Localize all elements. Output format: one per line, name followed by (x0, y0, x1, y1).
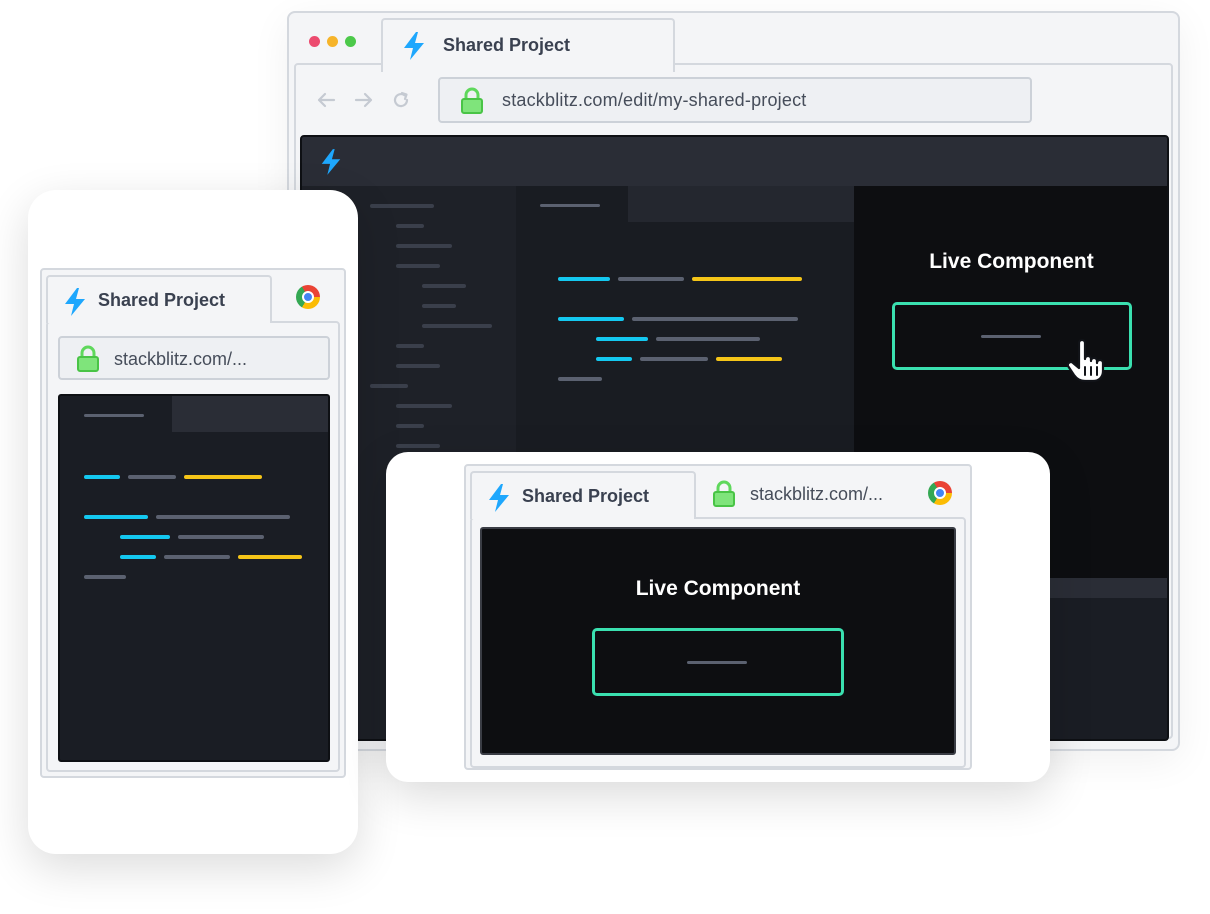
hand-pointer-cursor-icon (1066, 339, 1105, 383)
file-tree-item[interactable] (396, 444, 440, 448)
editor-tab-strip (172, 396, 328, 432)
button-label-placeholder (981, 335, 1041, 338)
stackblitz-bolt-icon (489, 484, 509, 512)
code-line (596, 357, 632, 361)
code-line (558, 277, 610, 281)
code-line (120, 535, 170, 539)
close-window-dot[interactable] (309, 36, 320, 47)
stackblitz-bolt-icon (404, 32, 424, 60)
phone-browser-body: stackblitz.com/... (46, 321, 340, 772)
back-arrow-icon[interactable] (316, 92, 336, 108)
preview-title: Live Component (635, 577, 801, 600)
url-text: stackblitz.com/... (114, 349, 248, 369)
code-line (558, 377, 602, 381)
code-line (84, 515, 148, 519)
lock-icon (77, 345, 99, 372)
address-bar[interactable]: stackblitz.com/... (58, 336, 330, 380)
file-tree-item[interactable] (370, 204, 434, 208)
button-label-placeholder (687, 661, 747, 664)
forward-arrow-icon[interactable] (354, 92, 374, 108)
maximize-window-dot[interactable] (345, 36, 356, 47)
chrome-icon (296, 285, 320, 309)
file-tree-item[interactable] (396, 244, 452, 248)
editor-tab-active[interactable] (84, 414, 144, 417)
code-editor-pane[interactable] (58, 394, 330, 762)
file-tree-item[interactable] (422, 304, 456, 308)
component-button[interactable] (892, 302, 1132, 383)
file-tree-item[interactable] (396, 344, 424, 348)
file-tree-item[interactable] (370, 384, 408, 388)
tablet-browser-frame: Shared Project stackblitz.com/... Live C… (464, 464, 972, 770)
code-line (156, 515, 290, 519)
lock-icon (461, 87, 483, 114)
url-text: stackblitz.com/edit/my-shared-project (502, 90, 807, 110)
file-tree-item[interactable] (396, 224, 424, 228)
browser-tab[interactable]: Shared Project (470, 471, 696, 519)
code-line (716, 357, 782, 361)
code-line (120, 555, 156, 559)
file-tree-item[interactable] (396, 264, 440, 268)
code-line (596, 337, 648, 341)
tablet-device: Shared Project stackblitz.com/... Live C… (386, 452, 1050, 782)
editor-tab-strip (628, 186, 854, 222)
url-text[interactable]: stackblitz.com/... (750, 484, 884, 504)
browser-tab[interactable]: Shared Project (381, 18, 675, 72)
minimize-window-dot[interactable] (327, 36, 338, 47)
code-line (238, 555, 302, 559)
code-line (84, 475, 120, 479)
code-line (656, 337, 760, 341)
code-line (178, 535, 264, 539)
lock-icon (713, 480, 735, 507)
file-tree-item[interactable] (422, 324, 492, 328)
address-bar[interactable]: stackblitz.com/edit/my-shared-project (438, 77, 1032, 123)
chrome-icon (928, 481, 952, 505)
code-line (692, 277, 802, 281)
code-line (184, 475, 262, 479)
tab-title: Shared Project (98, 290, 226, 310)
file-tree-item[interactable] (396, 364, 440, 368)
reload-icon[interactable] (392, 91, 410, 109)
code-line (618, 277, 684, 281)
file-tree-item[interactable] (422, 284, 466, 288)
code-line (558, 317, 624, 321)
tablet-browser-body: Live Component (470, 517, 966, 768)
code-line (164, 555, 230, 559)
code-line (640, 357, 708, 361)
preview-title: Live Component (929, 250, 1094, 273)
component-button[interactable] (592, 628, 844, 696)
browser-tab[interactable]: Shared Project (46, 275, 272, 323)
code-line (632, 317, 798, 321)
tab-title: Shared Project (443, 35, 571, 55)
editor-header (302, 137, 1167, 186)
editor-tab-active[interactable] (516, 186, 628, 222)
stackblitz-bolt-icon (65, 288, 85, 316)
stackblitz-bolt-icon (321, 149, 341, 175)
file-tree-item[interactable] (396, 404, 452, 408)
tab-title: Shared Project (522, 486, 650, 506)
code-line (128, 475, 176, 479)
live-preview-pane: Live Component (480, 527, 956, 755)
code-line (84, 575, 126, 579)
phone-browser-frame: Shared Project stackblitz.com/... (40, 268, 346, 778)
phone-device: Shared Project stackblitz.com/... (28, 190, 358, 854)
file-tree-item[interactable] (396, 424, 424, 428)
